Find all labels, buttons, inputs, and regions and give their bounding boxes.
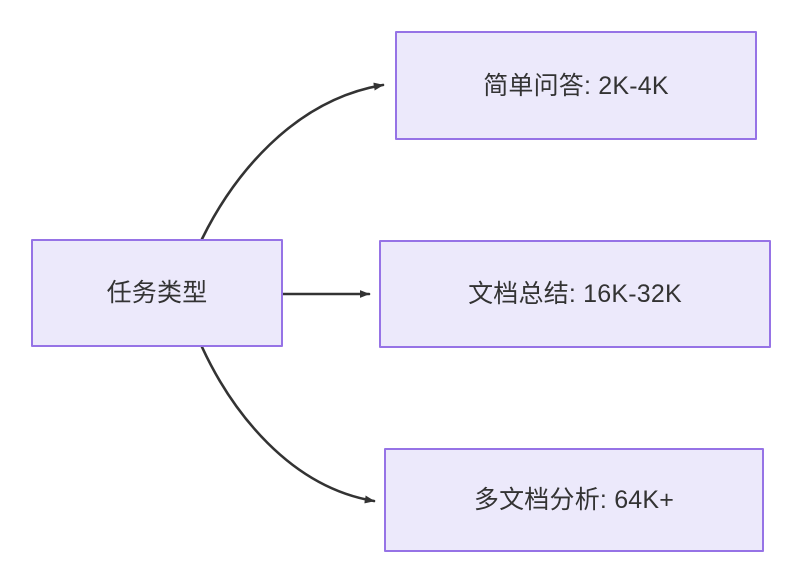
node-document-summary-label: 文档总结: 16K-32K bbox=[468, 280, 682, 308]
node-multi-document-analysis[interactable]: 多文档分析: 64K+ bbox=[384, 448, 764, 552]
edge-source-to-simple bbox=[200, 82, 385, 241]
edge-source-to-multi bbox=[200, 345, 376, 504]
node-simple-qa-label: 简单问答: 2K-4K bbox=[483, 71, 669, 100]
node-task-type-label: 任务类型 bbox=[106, 279, 208, 307]
node-document-summary[interactable]: 文档总结: 16K-32K bbox=[379, 240, 771, 348]
node-multi-document-analysis-label: 多文档分析: 64K+ bbox=[473, 486, 675, 514]
node-simple-qa[interactable]: 简单问答: 2K-4K bbox=[395, 31, 757, 140]
node-task-type[interactable]: 任务类型 bbox=[31, 239, 283, 347]
